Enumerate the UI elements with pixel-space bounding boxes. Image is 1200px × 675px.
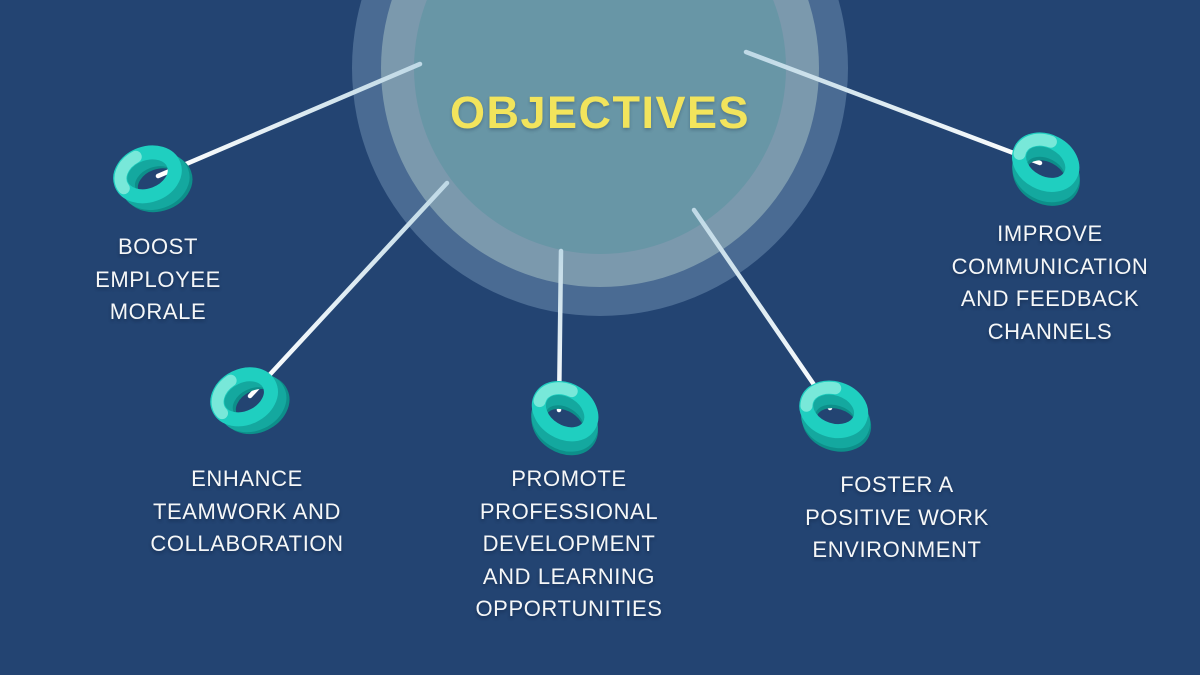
page-title: OBJECTIVES <box>449 87 751 138</box>
objective-label: BOOST EMPLOYEE MORALE <box>95 234 221 324</box>
ring-icon <box>110 136 194 220</box>
ring-icon <box>1004 126 1088 210</box>
connector-line <box>691 207 833 411</box>
ring-icon <box>207 358 291 442</box>
ring-icon <box>793 373 877 457</box>
connector-line <box>743 49 1043 166</box>
objective-label: FOSTER A POSITIVE WORK ENVIRONMENT <box>805 472 989 562</box>
ring-icon <box>523 375 607 459</box>
connector-line <box>155 61 423 179</box>
connector-line <box>247 180 450 399</box>
objective-label: PROMOTE PROFESSIONAL DEVELOPMENT AND LEA… <box>475 466 663 621</box>
objective-label: ENHANCE TEAMWORK AND COLLABORATION <box>150 466 344 556</box>
objective-label: IMPROVE COMMUNICATION AND FEEDBACK CHANN… <box>951 221 1149 344</box>
